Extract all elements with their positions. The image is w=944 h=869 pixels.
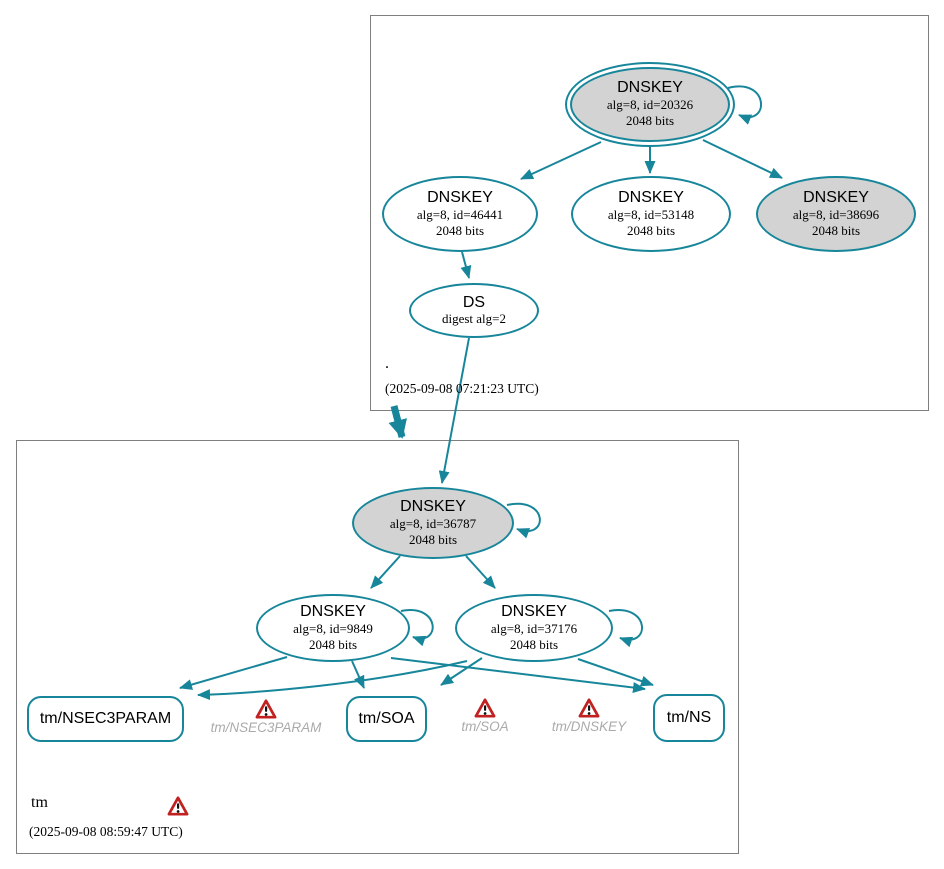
tm-zone-box: [16, 440, 739, 854]
tm-zone-warning-icon[interactable]: [167, 796, 189, 816]
node-title: DS: [462, 293, 486, 311]
node-title: DNSKEY: [300, 602, 366, 620]
node-size: 2048 bits: [811, 222, 861, 238]
edge-9849-to-soa: [351, 660, 365, 689]
node-title: DNSKEY: [617, 79, 683, 97]
edge-ds-to-tm-ksk: [438, 337, 470, 484]
node-attrs: alg=8, id=36787: [389, 515, 477, 531]
node-attrs: alg=8, id=53148: [607, 206, 695, 222]
edge-37176-to-soa: [440, 657, 483, 686]
node-attrs: digest alg=2: [441, 311, 507, 327]
dnskey-node-9849[interactable]: DNSKEY alg=8, id=9849 2048 bits: [256, 594, 410, 662]
dnskey-node-53148[interactable]: DNSKEY alg=8, id=53148 2048 bits: [571, 176, 731, 252]
warning-label: tm/NSEC3PARAM: [210, 720, 322, 735]
edge-tm-ksk-to-9849: [370, 555, 401, 589]
node-size: 2048 bits: [435, 222, 485, 238]
edge-46441-to-ds: [460, 251, 472, 279]
warning-icon: [255, 699, 277, 719]
dnskey-node-36787[interactable]: DNSKEY alg=8, id=36787 2048 bits: [352, 487, 514, 559]
root-zone-timestamp: (2025-09-08 07:21:23 UTC): [385, 381, 539, 396]
edge-root-ksk-to-46441: [520, 141, 602, 180]
edge-delegation-arrow: [388, 405, 407, 439]
edge-tm-ksk-selfloop: [506, 502, 541, 539]
node-size: 2048 bits: [509, 636, 559, 652]
node-title: DNSKEY: [803, 188, 869, 206]
edge-9849-selfloop: [400, 609, 434, 647]
rrset-tm-nsec3param[interactable]: tm/NSEC3PARAM: [27, 696, 184, 742]
dnskey-node-46441[interactable]: DNSKEY alg=8, id=46441 2048 bits: [382, 176, 538, 252]
warning-tm-dnskey[interactable]: tm/DNSKEY: [550, 698, 628, 734]
root-zone-box: [370, 15, 929, 411]
warning-tm-nsec3param[interactable]: tm/NSEC3PARAM: [208, 699, 324, 735]
node-size: 2048 bits: [408, 531, 458, 547]
warning-icon: [578, 698, 600, 718]
node-title: DNSKEY: [400, 497, 466, 515]
dnskey-node-38696[interactable]: DNSKEY alg=8, id=38696 2048 bits: [756, 176, 916, 252]
node-title: DNSKEY: [427, 188, 493, 206]
node-title: DNSKEY: [618, 188, 684, 206]
node-size: 2048 bits: [308, 636, 358, 652]
node-attrs: alg=8, id=9849: [293, 620, 373, 636]
edge-9849-to-nsec3param: [179, 656, 288, 690]
node-attrs: alg=8, id=37176: [490, 620, 578, 636]
node-attrs: alg=8, id=38696: [792, 206, 880, 222]
edge-tm-ksk-to-37176: [465, 555, 496, 589]
node-title: DNSKEY: [501, 602, 567, 620]
edge-root-ksk-to-38696: [702, 139, 783, 179]
edge-37176-selfloop: [608, 609, 643, 648]
dnskey-node-20326[interactable]: DNSKEY alg=8, id=20326 2048 bits: [565, 62, 735, 147]
ds-node[interactable]: DS digest alg=2: [409, 283, 539, 338]
edge-37176-to-nsec3param: [197, 660, 468, 701]
node-size: 2048 bits: [626, 222, 676, 238]
warning-tm-soa[interactable]: tm/SOA: [460, 698, 510, 734]
tm-zone-label: tm: [31, 794, 48, 811]
node-attrs: alg=8, id=46441: [416, 206, 504, 222]
warning-label: tm/SOA: [461, 719, 509, 734]
dnskey-node-20326-inner: DNSKEY alg=8, id=20326 2048 bits: [570, 67, 730, 142]
dnskey-node-37176[interactable]: DNSKEY alg=8, id=37176 2048 bits: [455, 594, 613, 662]
rrset-tm-soa[interactable]: tm/SOA: [346, 696, 427, 742]
node-size: 2048 bits: [625, 113, 675, 129]
warning-label: tm/DNSKEY: [551, 719, 627, 734]
edge-root-ksk-selfloop: [727, 85, 762, 125]
warning-icon: [474, 698, 496, 718]
edge-9849-to-ns: [390, 657, 646, 694]
rrset-tm-ns[interactable]: tm/NS: [653, 694, 725, 742]
node-attrs: alg=8, id=20326: [606, 97, 694, 113]
edge-37176-to-ns: [577, 658, 654, 687]
root-zone-label: .: [385, 355, 389, 372]
tm-zone-timestamp: (2025-09-08 08:59:47 UTC): [29, 824, 183, 839]
